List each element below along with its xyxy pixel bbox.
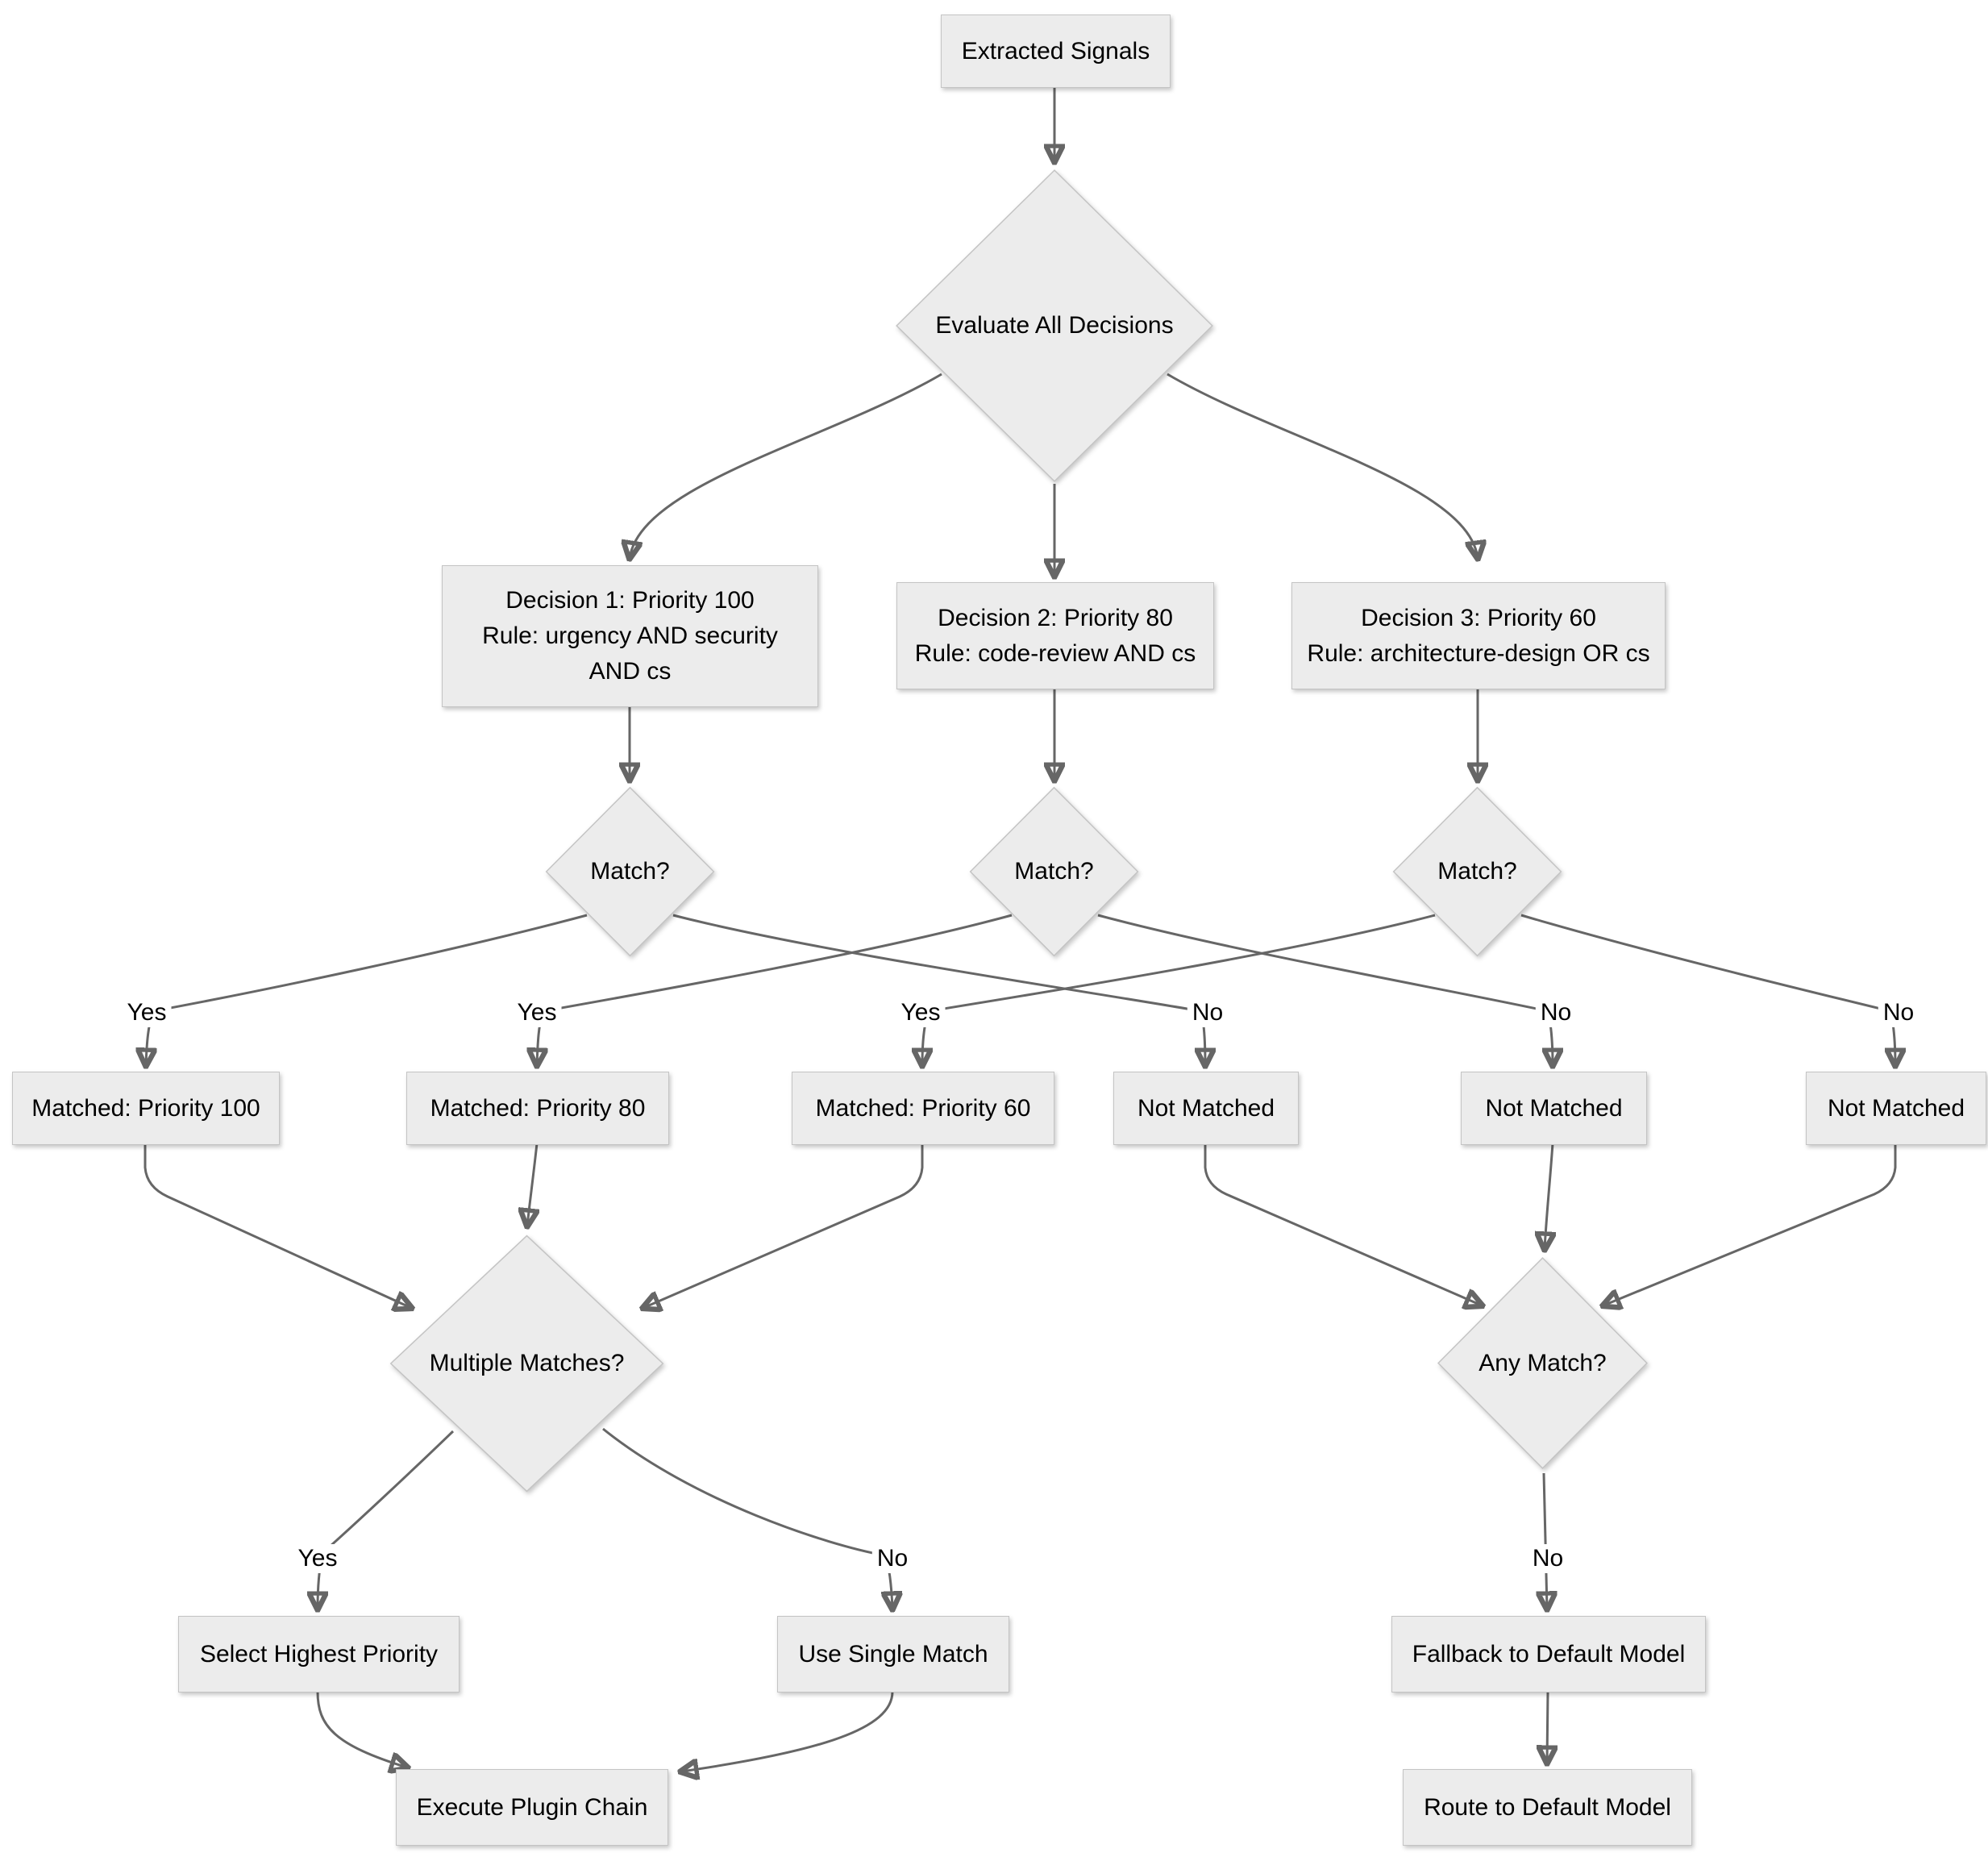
node-fallback-to-default-model: Fallback to Default Model [1391,1616,1706,1693]
node-label: Execute Plugin Chain [416,1793,648,1821]
node-label-line: Decision 3: Priority 60 [1361,604,1596,631]
node-match-3: Match? [1392,786,1562,957]
node-label: Matched: Priority 100 [31,1094,260,1122]
edge-label-no: No [1535,998,1577,1027]
node-label: Match? [1437,858,1517,885]
node-label: Matched: Priority 60 [815,1094,1031,1122]
edge-notmatched1-to-anymatch [1204,1143,1482,1305]
edge-notmatched3-to-anymatch [1603,1143,1897,1305]
node-decision-1: Decision 1: Priority 100 Rule: urgency A… [442,565,818,707]
node-decision-3: Decision 3: Priority 60 Rule: architectu… [1291,582,1666,689]
edge-matched100-to-multiple [143,1143,411,1308]
node-label-line: Rule: urgency AND security [482,622,778,649]
node-any-match: Any Match? [1437,1256,1649,1470]
node-label-line: Decision 2: Priority 80 [938,604,1173,631]
diamond-shape-icon [389,1234,665,1493]
edge-multiple-yes [318,1430,455,1609]
diamond-shape-icon [969,786,1139,957]
node-evaluate-all-decisions: Evaluate All Decisions [894,168,1215,484]
edge-fallback-to-route [1547,1691,1548,1763]
node-matched-priority-100: Matched: Priority 100 [12,1072,280,1145]
node-label-line: Decision 1: Priority 100 [505,587,755,614]
node-label: Evaluate All Decisions [935,312,1174,339]
node-match-2: Match? [969,786,1139,957]
node-execute-plugin-chain: Execute Plugin Chain [396,1769,668,1846]
edge-match1-no [672,914,1205,1065]
edge-label-yes: Yes [896,998,946,1027]
node-label: Select Highest Priority [199,1640,439,1668]
node-not-matched-2: Not Matched [1461,1072,1647,1145]
node-label-line: Rule: code-review AND cs [914,639,1196,667]
diamond-shape-icon [894,168,1215,484]
edge-notmatched2-to-anymatch [1545,1143,1553,1249]
node-route-to-default-model: Route to Default Model [1403,1769,1692,1846]
edge-label-no: No [1527,1544,1569,1573]
node-label: Any Match? [1479,1349,1607,1376]
diamond-shape-icon [1437,1256,1649,1470]
node-matched-priority-80: Matched: Priority 80 [406,1072,669,1145]
edge-label-no: No [1878,998,1919,1027]
diamond-shape-icon [1392,786,1562,957]
edge-match2-no [1097,914,1553,1065]
node-label: Not Matched [1827,1094,1965,1122]
edge-evaluate-to-decision3 [1167,373,1478,558]
node-matched-priority-60: Matched: Priority 60 [792,1072,1054,1145]
edge-matched80-to-multiple [527,1143,537,1226]
edge-label-yes: Yes [293,1544,343,1573]
node-label: Match? [1014,858,1094,885]
edge-match1-yes [146,914,588,1065]
node-label: Not Matched [1485,1094,1623,1122]
edge-evaluate-to-decision1 [630,373,942,558]
node-label-line: AND cs [588,658,672,685]
edge-match3-yes [922,914,1436,1065]
edge-label-no: No [1187,998,1229,1027]
edge-anymatch-no [1544,1472,1547,1609]
node-match-1: Match? [545,786,715,957]
edge-multiple-no [602,1427,892,1609]
node-decision-2: Decision 2: Priority 80 Rule: code-revie… [896,582,1214,689]
node-label: Not Matched [1137,1094,1275,1122]
edge-match3-no [1520,914,1895,1065]
diamond-shape-icon [545,786,715,957]
edge-match2-yes [537,914,1013,1065]
node-not-matched-1: Not Matched [1113,1072,1299,1145]
node-label: Extracted Signals [961,37,1150,65]
node-label: Multiple Matches? [429,1350,625,1376]
edge-label-yes: Yes [512,998,562,1027]
node-multiple-matches: Multiple Matches? [389,1234,665,1493]
node-label-line: Rule: architecture-design OR cs [1307,639,1650,667]
edge-single-to-execute [681,1691,894,1772]
edge-label-no: No [871,1544,913,1573]
node-label: Match? [590,858,670,885]
node-label: Route to Default Model [1424,1793,1671,1821]
edge-label-yes: Yes [122,998,172,1027]
node-extracted-signals: Extracted Signals [941,15,1171,88]
node-label: Use Single Match [798,1640,988,1668]
node-select-highest-priority: Select Highest Priority [178,1616,460,1693]
node-use-single-match: Use Single Match [777,1616,1009,1693]
edge-matched60-to-multiple [643,1143,924,1308]
node-label: Fallback to Default Model [1412,1640,1686,1668]
edge-select-to-execute [316,1691,407,1767]
node-label: Matched: Priority 80 [430,1094,646,1122]
node-not-matched-3: Not Matched [1806,1072,1986,1145]
